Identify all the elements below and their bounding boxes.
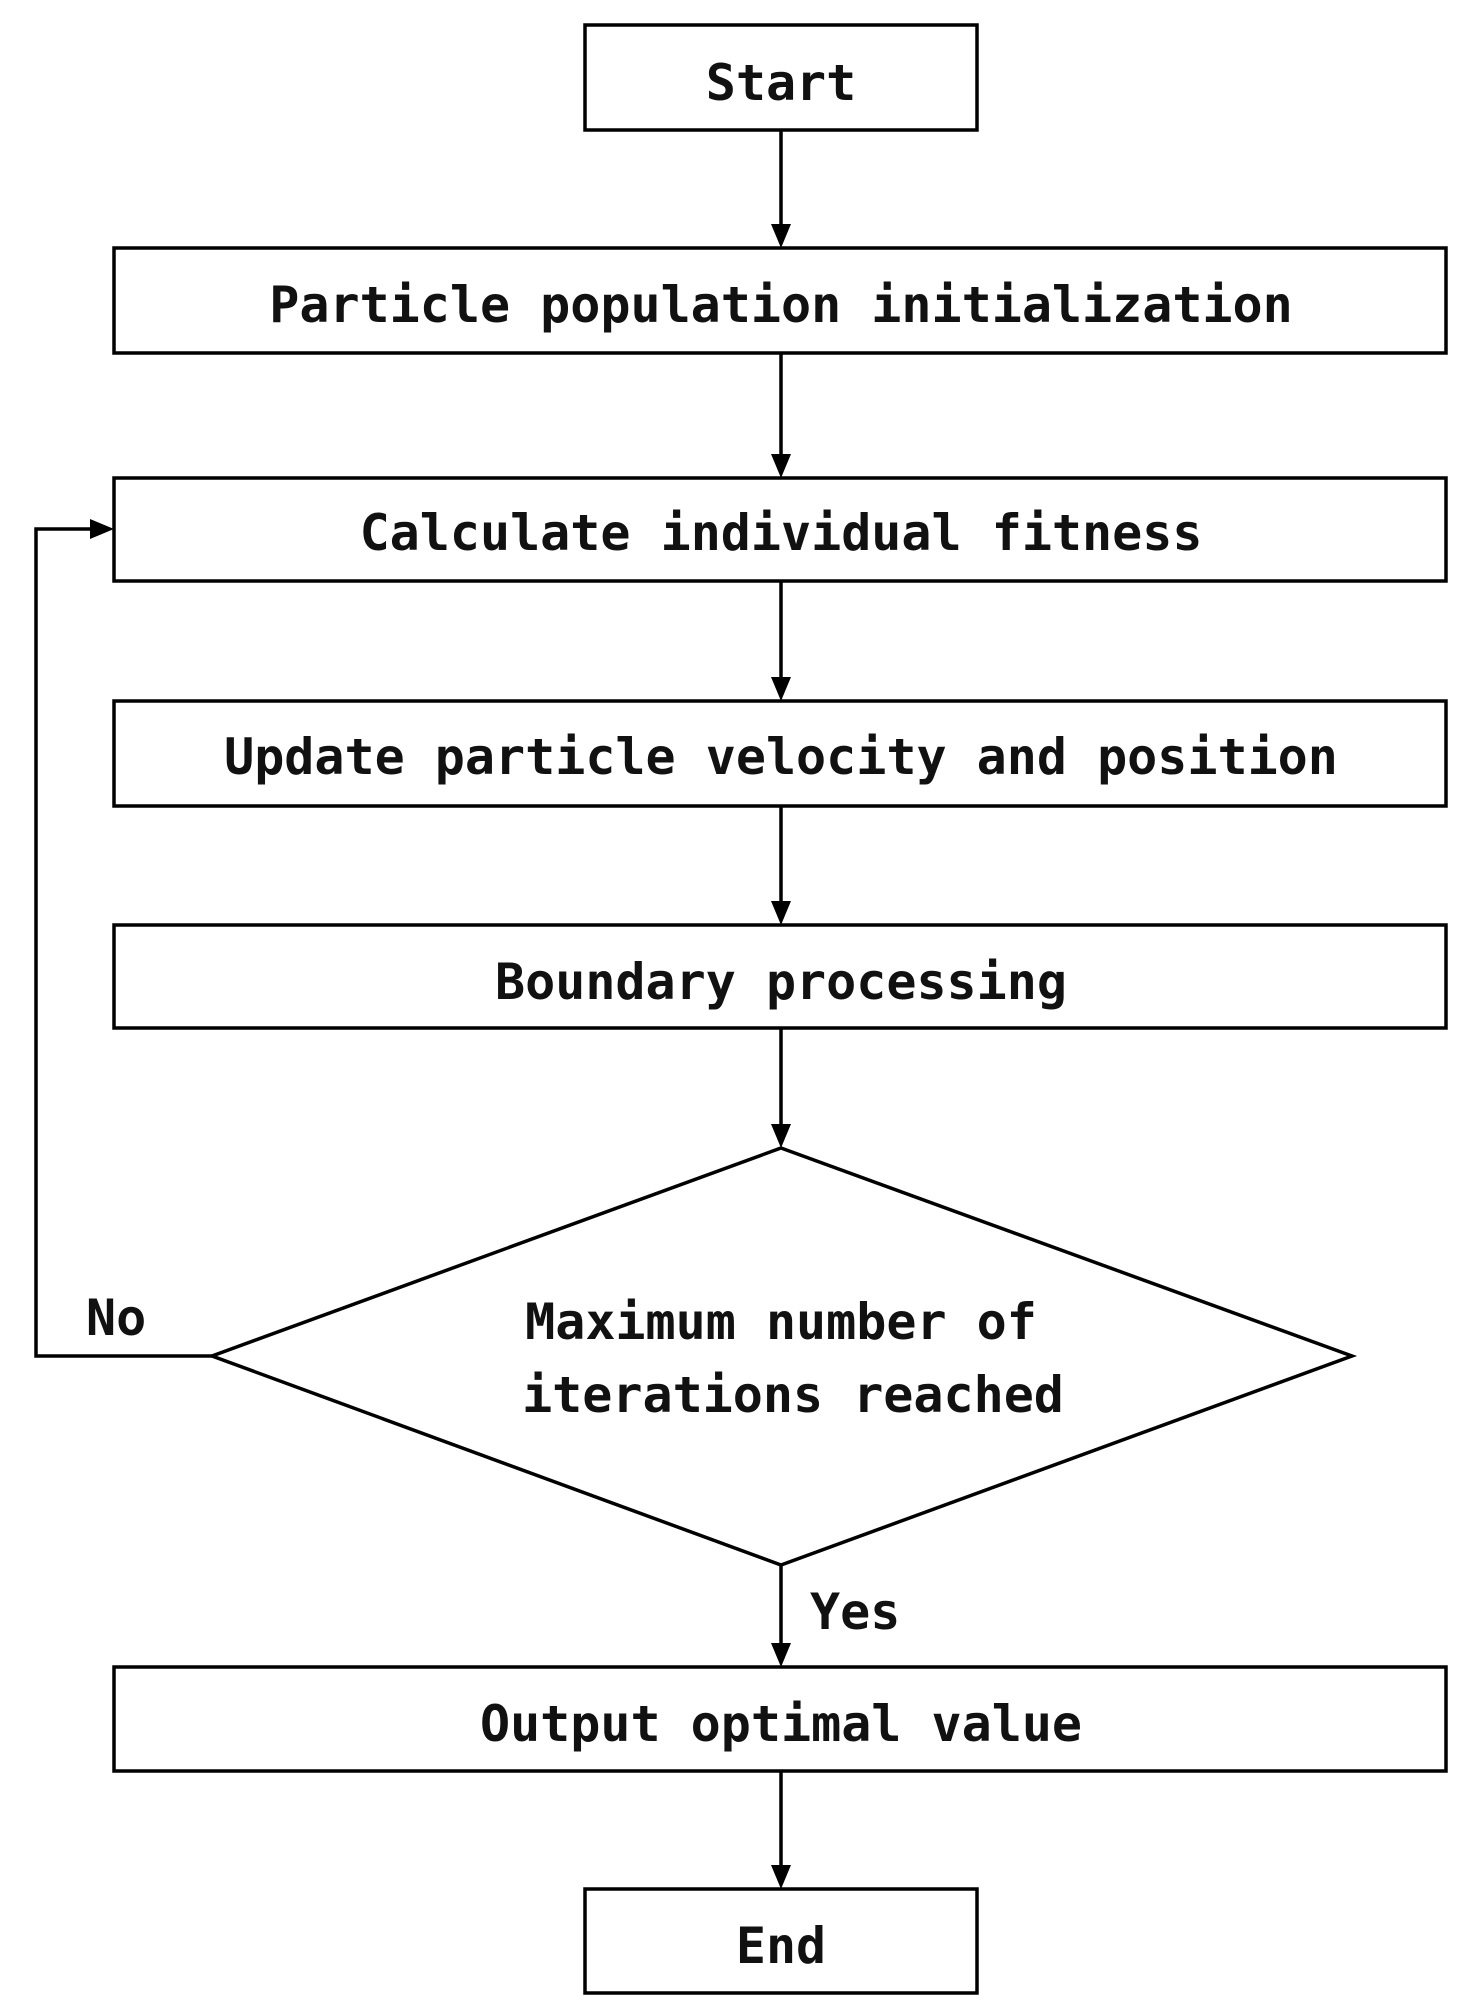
output-node: Output optimal value xyxy=(112,1665,1448,1773)
decision-label-line1: Maximum number of xyxy=(525,1293,1037,1351)
init-box xyxy=(112,246,1448,355)
connector-init-fitness xyxy=(771,353,791,478)
decision-label-line2: iterations reached xyxy=(522,1366,1064,1424)
connector-decision-output xyxy=(771,1565,791,1667)
connector-fitness-update xyxy=(771,581,791,701)
arrow-head xyxy=(771,1643,791,1667)
branch-label-yes: Yes xyxy=(810,1583,900,1641)
arrow-head xyxy=(771,677,791,701)
arrow-head xyxy=(771,1124,791,1148)
fitness-node: Calculate individual fitness xyxy=(112,476,1448,583)
connector-decision-fitness-loop xyxy=(34,519,212,1358)
start-label: Start xyxy=(706,54,857,112)
boundary-label: Boundary processing xyxy=(495,953,1067,1011)
update-label: Update particle velocity and position xyxy=(224,728,1338,786)
decision-node: Maximum number of iterations reached xyxy=(206,1146,1358,1567)
start-node: Start xyxy=(583,23,979,132)
arrow-head xyxy=(771,901,791,925)
fitness-label: Calculate individual fitness xyxy=(360,504,1203,562)
arrow-head xyxy=(771,224,791,248)
init-node: Particle population initialization xyxy=(112,246,1448,355)
end-node: End xyxy=(583,1887,979,1995)
update-node: Update particle velocity and position xyxy=(112,699,1448,808)
output-box xyxy=(112,1665,1448,1773)
branch-label-no: No xyxy=(86,1289,146,1347)
connector-update-boundary xyxy=(771,806,791,925)
output-label: Output optimal value xyxy=(480,1695,1082,1753)
init-label: Particle population initialization xyxy=(269,276,1293,334)
start-box xyxy=(583,23,979,132)
arrow-head xyxy=(771,454,791,478)
arrow-head xyxy=(90,519,114,539)
connector-start-init xyxy=(771,130,791,248)
update-box xyxy=(112,699,1448,808)
end-box xyxy=(583,1887,979,1995)
end-label: End xyxy=(736,1917,826,1975)
decision-diamond xyxy=(206,1146,1358,1567)
connector-boundary-decision xyxy=(771,1028,791,1148)
connector-output-end xyxy=(771,1771,791,1889)
arrow-head xyxy=(771,1865,791,1889)
boundary-node: Boundary processing xyxy=(112,923,1448,1030)
fitness-box xyxy=(112,476,1448,583)
